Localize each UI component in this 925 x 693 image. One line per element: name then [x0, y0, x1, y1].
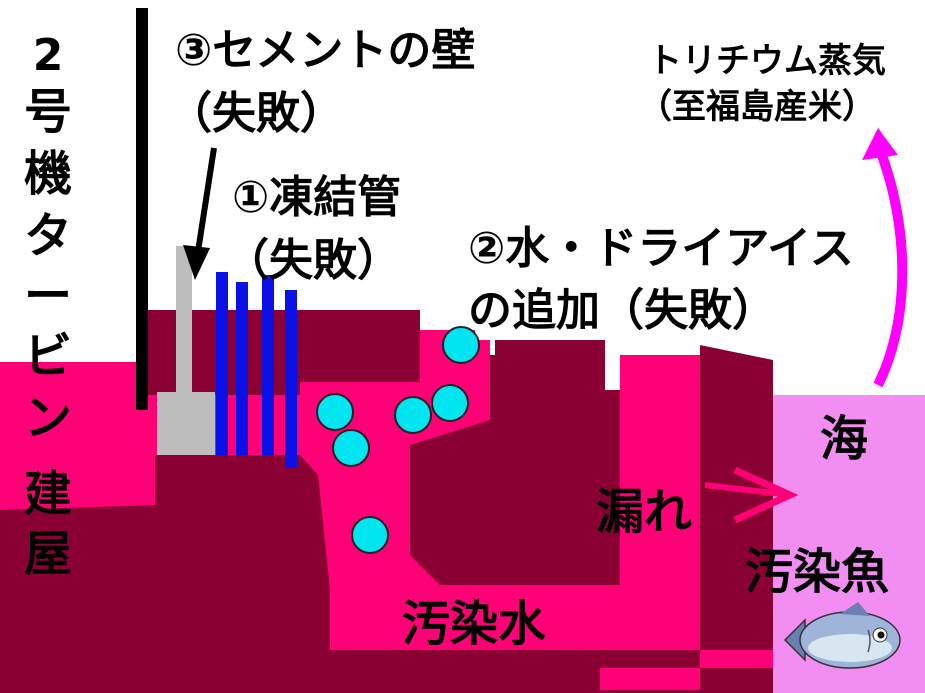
- fish-icon: [783, 602, 901, 669]
- ice-ball: [332, 429, 370, 467]
- ice-ball: [316, 393, 354, 431]
- cement-wall-stem: [176, 246, 192, 394]
- freeze-pipe: [285, 290, 297, 468]
- tritium-vapor-label: トリチウム蒸気: [648, 41, 886, 81]
- ice-ball: [431, 384, 469, 422]
- turbine-building-wall: [136, 8, 148, 410]
- upward-curved-arrow-icon: [862, 128, 908, 388]
- building-name-char: 2: [33, 30, 64, 81]
- cement-wall-status: （失敗）: [168, 88, 344, 139]
- freeze-pipe: [262, 275, 274, 455]
- building-name-char: ン: [24, 390, 72, 446]
- freeze-pipe: [236, 282, 248, 455]
- tritium-destination-label: （至福島産米）: [638, 87, 876, 127]
- building-name-char: 機: [24, 146, 72, 202]
- sea-label: 海: [820, 411, 868, 467]
- ice-ball: [442, 326, 480, 364]
- leak-arrow-icon: [704, 466, 799, 524]
- building-name-char: ー: [24, 268, 72, 324]
- ice-addition-status: の追加（失敗）: [468, 285, 776, 336]
- leak-label: 漏れ: [596, 484, 692, 540]
- contaminated-fish-label: 汚染魚: [745, 544, 889, 600]
- freeze-pipe: [216, 272, 228, 455]
- ice-ball: [351, 516, 389, 554]
- ice-ball: [394, 396, 432, 434]
- building-name-char: ビ: [24, 328, 72, 384]
- building-name-char: 屋: [24, 526, 72, 582]
- down-arrow-icon: [183, 147, 217, 280]
- inner-ground-block: [410, 340, 605, 585]
- freeze-pipe-status: （失敗）: [225, 235, 401, 286]
- building-name-char: 号: [24, 84, 72, 140]
- freeze-pipe-label: ①凍結管: [232, 172, 401, 223]
- ice-addition-label: ②水・ドライアイス: [468, 223, 854, 274]
- cement-wall-base: [157, 392, 215, 455]
- contaminated-water-label: 汚染水: [402, 596, 547, 652]
- building-name-char: 建: [24, 466, 72, 522]
- building-name-char: タ: [24, 208, 72, 264]
- cement-wall-label: ③セメントの壁: [175, 25, 475, 76]
